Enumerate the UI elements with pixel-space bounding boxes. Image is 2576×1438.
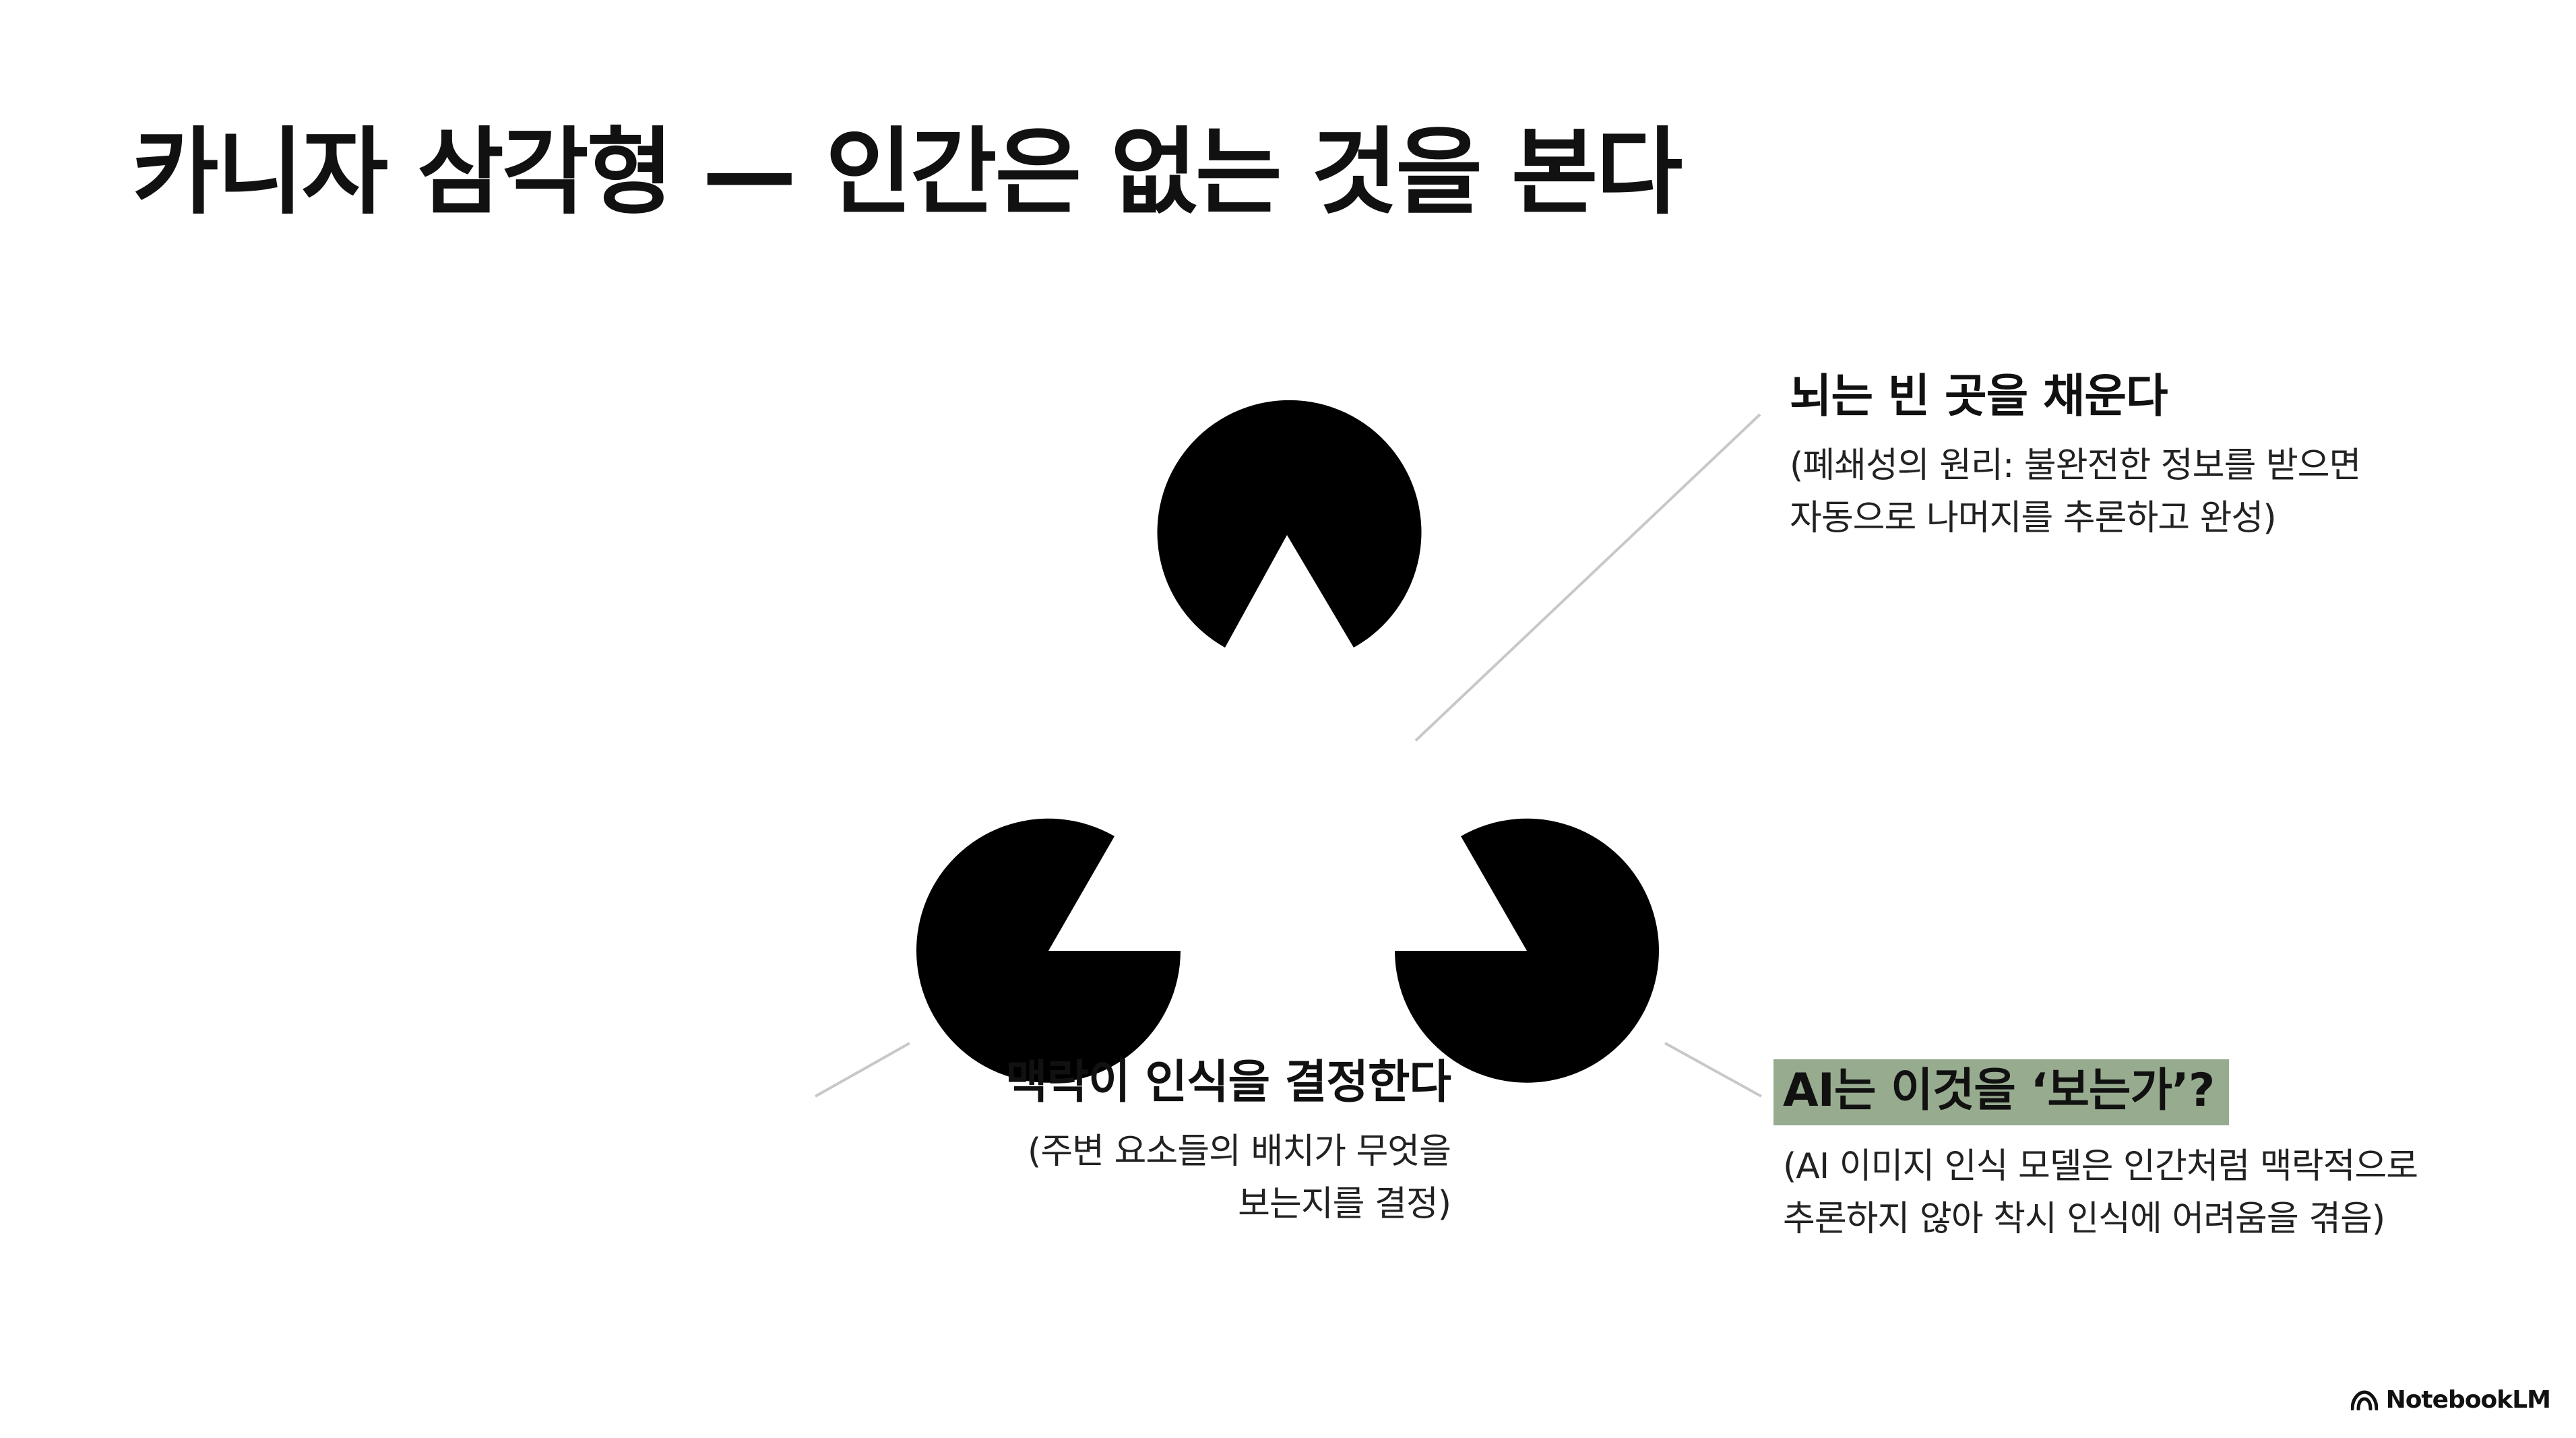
callout-body-line: (폐쇄성의 원리: 불완전한 정보를 받으면 xyxy=(1790,445,2361,486)
highlighted-heading: AI는 이것을 ‘보는가’? xyxy=(1773,1059,2230,1125)
callout-ai-question: AI는 이것을 ‘보는가’? (AI 이미지 인식 모델은 인간처럼 맥락적으로… xyxy=(1773,1059,2418,1245)
pacman-bottom-right xyxy=(1395,818,1659,1083)
notebooklm-logo-icon xyxy=(2350,1389,2378,1410)
pacman-bottom-left xyxy=(916,818,1181,1083)
callout-context: 맥락이 인식을 결정한다 (주변 요소들의 배치가 무엇을 보는지를 결정) xyxy=(1005,1055,1451,1230)
page-title: 카니자 삼각형 — 인간은 없는 것을 본다 xyxy=(132,118,1683,228)
callout-closure: 뇌는 빈 곳을 채운다 (폐쇄성의 원리: 불완전한 정보를 받으면 자동으로 … xyxy=(1790,369,2361,544)
connector-line-left xyxy=(815,1042,910,1098)
callout-body-line: 자동으로 나머지를 추론하고 완성) xyxy=(1790,497,2277,538)
callout-heading: 뇌는 빈 곳을 채운다 xyxy=(1790,370,2168,423)
footer-branding: NotebookLM xyxy=(2350,1386,2551,1414)
callout-heading: 맥락이 인식을 결정한다 xyxy=(1005,1056,1451,1109)
callout-body-line: 추론하지 않아 착시 인식에 어려움을 겪음) xyxy=(1783,1198,2385,1239)
callout-body: (AI 이미지 인식 모델은 인간처럼 맥락적으로 추론하지 않아 착시 인식에… xyxy=(1783,1140,2418,1245)
callout-body-line: (주변 요소들의 배치가 무엇을 xyxy=(1028,1131,1451,1172)
brand-label: NotebookLM xyxy=(2385,1386,2551,1414)
callout-body: (주변 요소들의 배치가 무엇을 보는지를 결정) xyxy=(1005,1125,1451,1230)
connector-line-right xyxy=(1664,1042,1762,1098)
connector-line-top xyxy=(1414,413,1761,742)
pacman-top xyxy=(1157,400,1422,648)
callout-body: (폐쇄성의 원리: 불완전한 정보를 받으면 자동으로 나머지를 추론하고 완성… xyxy=(1790,439,2361,544)
callout-body-line: (AI 이미지 인식 모델은 인간처럼 맥락적으로 xyxy=(1783,1146,2418,1187)
callout-body-line: 보는지를 결정) xyxy=(1238,1183,1451,1224)
